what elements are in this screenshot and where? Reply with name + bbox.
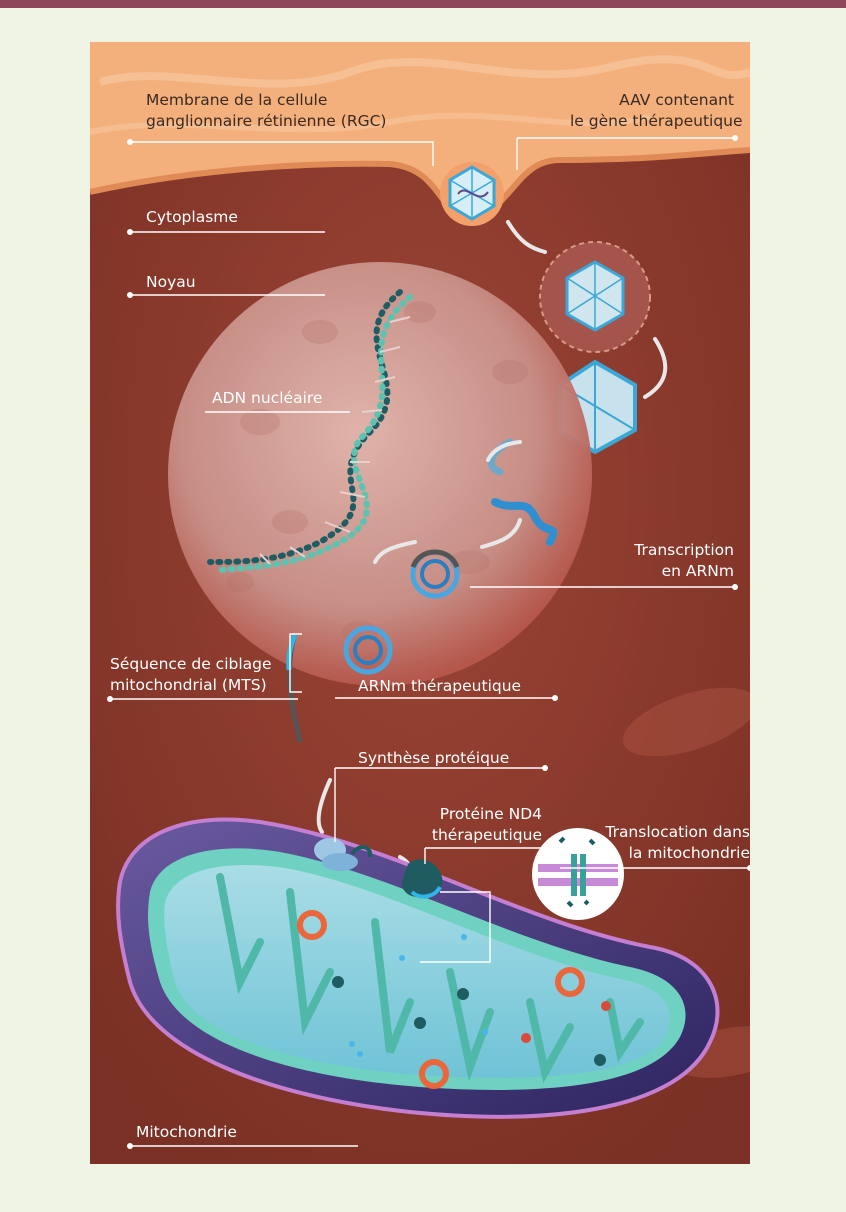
mitochondrie-label: Mitochondrie bbox=[136, 1122, 237, 1143]
translocation-label-line2: la mitochondrie bbox=[568, 843, 750, 864]
mts-label: Séquence de ciblage mitochondrial (MTS) bbox=[110, 654, 272, 696]
diagram-panel: Membrane de la cellule ganglionnaire rét… bbox=[90, 42, 750, 1164]
transcription-label-line2: en ARNm bbox=[588, 561, 734, 582]
membrane-label-line2: ganglionnaire rétinienne (RGC) bbox=[146, 111, 386, 132]
aav-label-line2: le gène thérapeutique bbox=[570, 111, 734, 132]
proteine-label: Protéine ND4 thérapeutique bbox=[420, 804, 542, 846]
top-bar bbox=[0, 0, 846, 8]
adn-label: ADN nucléaire bbox=[212, 388, 322, 409]
translocation-label: Translocation dans la mitochondrie bbox=[568, 822, 750, 864]
membrane-label-line1: Membrane de la cellule bbox=[146, 90, 386, 111]
proteine-label-line1: Protéine ND4 bbox=[420, 804, 542, 825]
cytoplasme-label: Cytoplasme bbox=[146, 207, 238, 228]
noyau-label: Noyau bbox=[146, 272, 196, 293]
arnm-label: ARNm thérapeutique bbox=[358, 676, 521, 697]
aav-label-line1: AAV contenant bbox=[570, 90, 734, 111]
synthese-label: Synthèse protéique bbox=[358, 748, 509, 769]
transcription-label: Transcription en ARNm bbox=[588, 540, 734, 582]
translocation-label-line1: Translocation dans bbox=[568, 822, 750, 843]
membrane-label: Membrane de la cellule ganglionnaire rét… bbox=[146, 90, 386, 132]
transcription-label-line1: Transcription bbox=[588, 540, 734, 561]
proteine-label-line2: thérapeutique bbox=[420, 825, 542, 846]
mts-label-line2: mitochondrial (MTS) bbox=[110, 675, 272, 696]
aav-capsid-icon bbox=[450, 167, 494, 219]
aav-label: AAV contenant le gène thérapeutique bbox=[570, 90, 734, 132]
mts-label-line1: Séquence de ciblage bbox=[110, 654, 272, 675]
